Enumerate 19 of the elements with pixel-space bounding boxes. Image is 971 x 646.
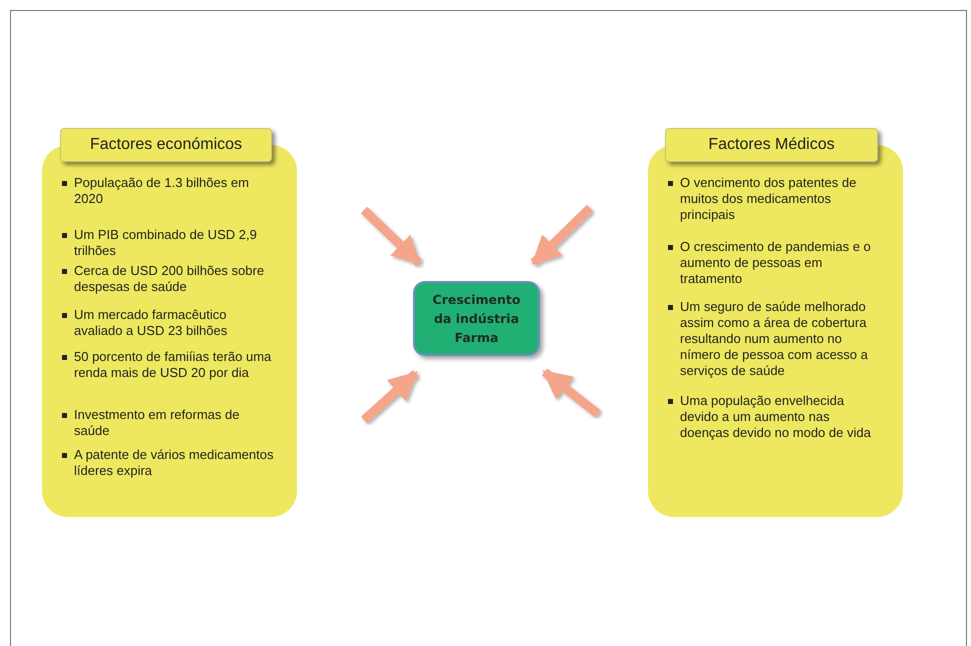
central-label: Crescimento da indústria Farma (432, 291, 522, 347)
arrow (530, 204, 594, 266)
list-item: Cerca de USD 200 bilhões sobre despesas de saúde (74, 263, 266, 295)
list-item: Um PIB combinado de USD 2,9 trilhões (74, 227, 258, 259)
list-item: Um mercado farmacêutico avaliado a USD 23 bilhões (74, 307, 228, 339)
arrow (360, 206, 422, 266)
list-item: O crescimento de pandemias e o aumento de pessoas em tratamento (680, 239, 872, 287)
list-item: Investmento em reformas de saúde (74, 407, 240, 439)
list-item: Uma população envelhecida devido a um aumento nas doenças devido no modo de vida (680, 393, 872, 441)
list-item: Populaçaão de 1.3 bilhões em 2020 (74, 175, 250, 207)
list-item: O vencimento dos patentes de muitos dos medicamentos principais (680, 175, 858, 223)
arrow (360, 370, 419, 424)
arrow (542, 368, 601, 418)
panel-heading: Factores económicos (60, 128, 272, 162)
list-item: A patente de vários medicamentos líderes expira (74, 447, 274, 479)
list-item: Um seguro de saúde melhorado assim como a área de cobertura resultando num aumento no nímero de pessoa com acesso a serviços de saúde (680, 299, 869, 379)
list-item: 50 porcento de famiíias terão uma renda mais de USD 20 por dia (74, 349, 272, 381)
panel-heading: Factores Médicos (665, 128, 878, 162)
central-box (413, 281, 540, 356)
